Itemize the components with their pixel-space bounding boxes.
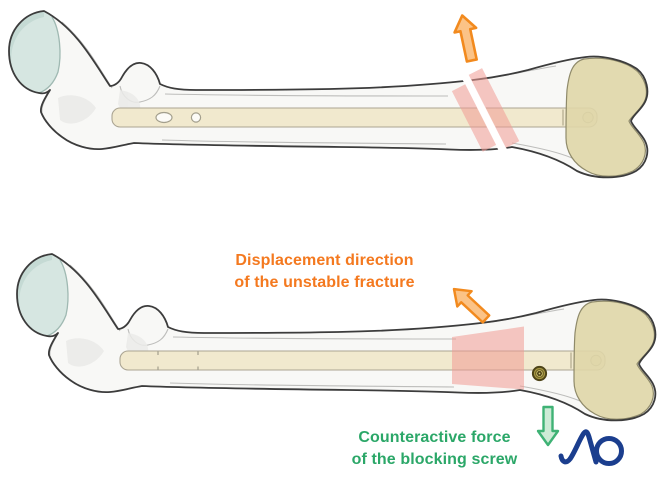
femur-bone-body <box>9 11 648 178</box>
nail-notches <box>157 351 199 370</box>
displacement-label-line1: Displacement direction <box>235 252 414 269</box>
displacement-label: Displacement direction of the unstable f… <box>212 250 437 294</box>
blocking-screw-icon <box>531 365 548 382</box>
displacement-arrow-icon <box>453 14 478 63</box>
counteractive-label-line1: Counteractive force <box>358 429 511 446</box>
counteractive-force-arrow-icon <box>536 405 560 447</box>
femur-outline <box>8 10 649 179</box>
fracture-displacement-arrow-icon <box>452 287 491 324</box>
displacement-label-line2: of the unstable fracture <box>234 274 415 291</box>
fracture-zone-band <box>452 326 524 390</box>
fracture-lines <box>451 68 520 155</box>
femoral-head <box>9 11 60 93</box>
femoral-head-inner-edge <box>38 16 61 94</box>
femoral-head-shading <box>9 11 44 67</box>
intramedullary-nail <box>111 107 598 128</box>
counteractive-force-label: Counteractive force of the blocking scre… <box>332 427 537 471</box>
distal-condyle <box>565 57 648 177</box>
counteractive-label-line2: of the blocking screw <box>351 451 518 468</box>
femur-with-nail <box>8 10 649 179</box>
ao-logo <box>558 429 624 466</box>
nail-locking-holes <box>155 111 202 124</box>
